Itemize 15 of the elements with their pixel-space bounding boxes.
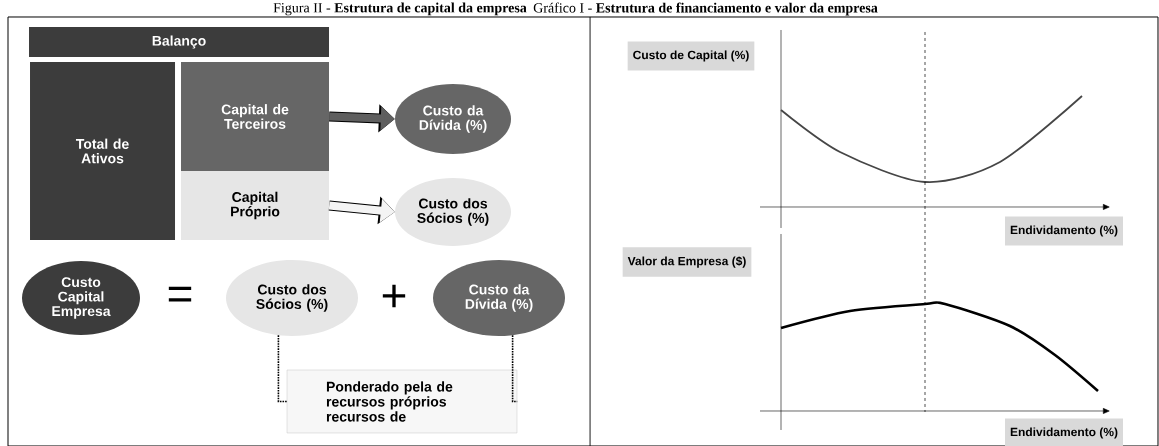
asset-block: Total de Ativos <box>30 62 175 240</box>
connector-line <box>277 334 288 403</box>
operator-symbol: + <box>382 284 406 308</box>
header-bar: Balanço <box>29 27 329 57</box>
axis-label: Endividamento (%) <box>1005 216 1123 246</box>
note-box: Ponderado pela de recursos próprios recursos de <box>286 369 518 434</box>
axis-label: Endividamento (%) <box>1005 418 1123 446</box>
equity-block: Capital Próprio <box>181 171 329 240</box>
axis-label: Custo de Capital (%) <box>627 41 755 71</box>
figure-title: Figura II - Estrutura de capital da empresa <box>273 2 527 16</box>
liability-block: Capital de Terceiros <box>181 62 329 171</box>
figure-title: Gráfico I - Estrutura de financiamento e valor da empresa <box>533 2 878 16</box>
operator-symbol: = <box>168 286 192 302</box>
connector-line <box>511 334 518 403</box>
axis-label: Valor da Empresa ($) <box>622 247 752 277</box>
